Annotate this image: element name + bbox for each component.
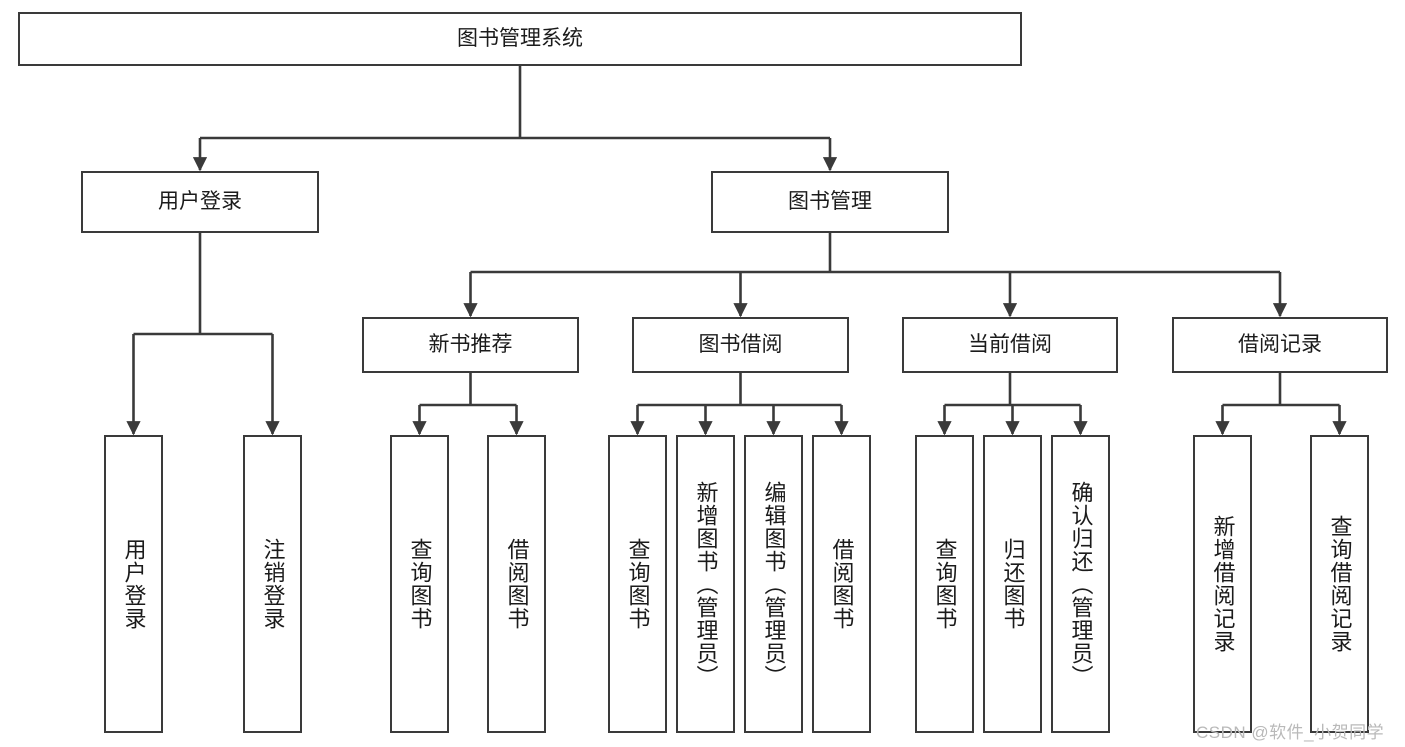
- node-label: 查询图书: [625, 538, 651, 630]
- node-label: 借阅图书: [504, 538, 530, 630]
- node-leaf-rec-borrow[interactable]: 借阅图书: [487, 435, 546, 733]
- node-leaf-rec-query[interactable]: 查询图书: [390, 435, 449, 733]
- node-leaf-user-logout[interactable]: 注销登录: [243, 435, 302, 733]
- node-leaf-borrow-edit[interactable]: 编辑图书（管理员）: [744, 435, 803, 733]
- node-leaf-cur-confirm[interactable]: 确认归还（管理员）: [1051, 435, 1110, 733]
- node-leaf-borrow-add[interactable]: 新增图书（管理员）: [676, 435, 735, 733]
- node-label: 图书管理系统: [457, 26, 583, 50]
- node-book-manage[interactable]: 图书管理: [711, 171, 949, 233]
- csdn-watermark: CSDN @软件_小贺同学: [1196, 723, 1385, 742]
- node-user-login[interactable]: 用户登录: [81, 171, 319, 233]
- node-leaf-rec-search[interactable]: 查询借阅记录: [1310, 435, 1369, 733]
- node-label: 用户登录: [121, 538, 147, 630]
- node-label: 当前借阅: [968, 332, 1052, 356]
- node-book-borrow[interactable]: 图书借阅: [632, 317, 849, 373]
- node-label: 查询图书: [932, 538, 958, 630]
- node-leaf-borrow-query[interactable]: 查询图书: [608, 435, 667, 733]
- node-label: 确认归还（管理员）: [1068, 480, 1094, 688]
- node-leaf-borrow-lend[interactable]: 借阅图书: [812, 435, 871, 733]
- node-label: 图书管理: [788, 189, 872, 213]
- node-label: 借阅图书: [829, 538, 855, 630]
- node-leaf-rec-add[interactable]: 新增借阅记录: [1193, 435, 1252, 733]
- node-current-borrow[interactable]: 当前借阅: [902, 317, 1118, 373]
- node-label: 图书借阅: [698, 332, 783, 356]
- node-label: 查询借阅记录: [1327, 515, 1353, 653]
- node-leaf-cur-return[interactable]: 归还图书: [983, 435, 1042, 733]
- node-label: 新增借阅记录: [1210, 515, 1236, 653]
- node-label: 借阅记录: [1238, 332, 1322, 356]
- node-leaf-user-login[interactable]: 用户登录: [104, 435, 163, 733]
- node-leaf-cur-query[interactable]: 查询图书: [915, 435, 974, 733]
- node-new-book-rec[interactable]: 新书推荐: [362, 317, 579, 373]
- node-root[interactable]: 图书管理系统: [18, 12, 1022, 66]
- node-label: 新增图书（管理员）: [693, 480, 719, 688]
- node-label: 新书推荐: [428, 332, 513, 356]
- node-label: 查询图书: [407, 538, 433, 630]
- node-label: 注销登录: [260, 538, 286, 630]
- node-label: 编辑图书（管理员）: [761, 480, 787, 688]
- node-label: 归还图书: [1000, 538, 1026, 630]
- node-borrow-record[interactable]: 借阅记录: [1172, 317, 1388, 373]
- node-label: 用户登录: [158, 189, 242, 213]
